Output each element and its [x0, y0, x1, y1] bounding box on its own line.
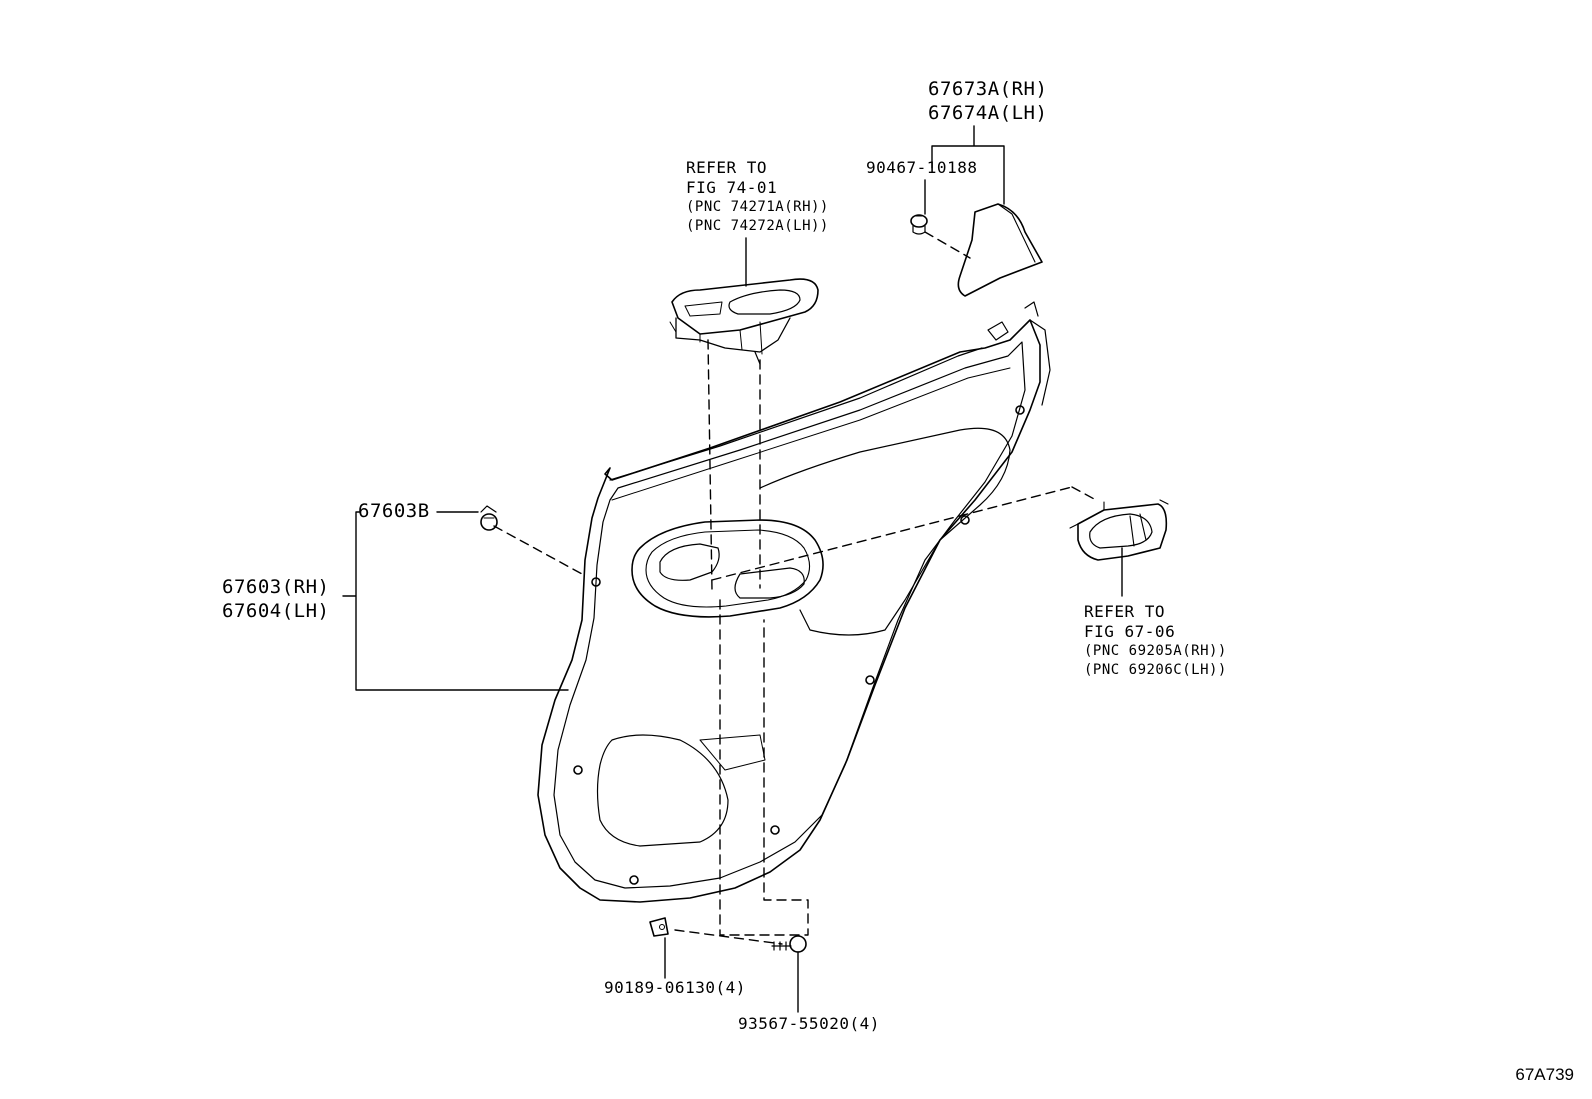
assembly-lines: [493, 231, 1097, 945]
part-label-67603b[interactable]: 67603B: [358, 500, 430, 522]
part-label-67674a[interactable]: 67674A(LH): [928, 102, 1048, 124]
door-trim-board: [537, 301, 1051, 903]
ref-switch-line2[interactable]: FIG 74-01: [686, 178, 778, 197]
ref-handle-line4: (PNC 69206C(LH)): [1084, 662, 1227, 678]
diagram-id: 67A739: [1515, 1065, 1574, 1084]
ref-switch-line4: (PNC 74272A(LH)): [686, 218, 829, 234]
ref-switch-line1: REFER TO: [686, 158, 768, 177]
ref-handle-line3: (PNC 69205A(RH)): [1084, 643, 1227, 659]
part-label-67604[interactable]: 67604(LH): [222, 600, 330, 622]
part-label-67603[interactable]: 67603(RH): [222, 576, 330, 598]
screw-93567: [771, 935, 807, 953]
leader-lines: [342, 125, 1123, 1013]
ref-handle-line2[interactable]: FIG 67-06: [1084, 622, 1176, 641]
part-label-93567[interactable]: 93567-55020(4): [738, 1014, 880, 1033]
clip-90467: [910, 214, 928, 235]
part-label-90189[interactable]: 90189-06130(4): [604, 978, 746, 997]
door-trim-cover: [957, 203, 1043, 297]
part-label-90467[interactable]: 90467-10188: [866, 158, 978, 177]
power-window-switch-base: [669, 278, 819, 365]
ref-switch-line3: (PNC 74271A(RH)): [686, 199, 829, 215]
inside-handle: [1069, 499, 1169, 561]
part-label-67673a[interactable]: 67673A(RH): [928, 78, 1048, 100]
clip-nut-90189: [649, 917, 669, 937]
clip-67603b: [480, 505, 498, 531]
ref-handle-line1: REFER TO: [1084, 602, 1166, 621]
